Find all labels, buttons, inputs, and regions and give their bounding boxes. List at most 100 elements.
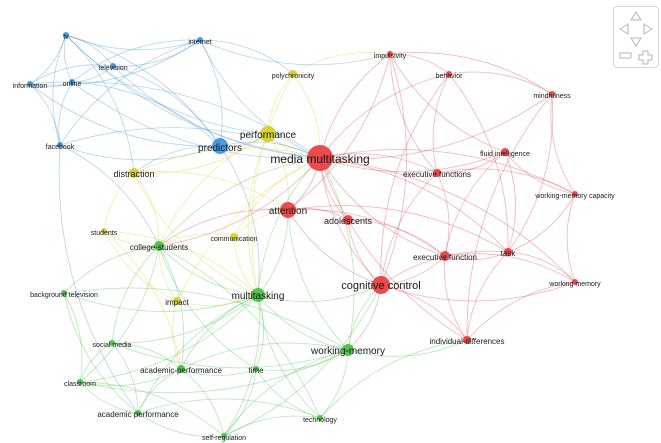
label-background-television[interactable]: background television <box>30 292 98 299</box>
label-executive-functions[interactable]: executive functions <box>403 170 471 179</box>
link-online-information <box>29 81 73 88</box>
node-background-television[interactable] <box>61 290 67 296</box>
link-impact-college-students <box>158 245 178 302</box>
label-online[interactable]: online <box>63 81 82 88</box>
label-academic-performance-2[interactable]: academic performance <box>97 410 179 419</box>
node-self-regulation[interactable] <box>221 433 227 439</box>
label-internet[interactable]: internet <box>188 39 211 46</box>
label-classroom[interactable]: classroom <box>64 381 96 388</box>
node-facebook[interactable] <box>57 142 63 148</box>
node-cognitive-control[interactable] <box>372 276 390 294</box>
node-individual-differences[interactable] <box>463 336 471 344</box>
label-performance[interactable]: performance <box>240 130 297 141</box>
node-adolescents[interactable] <box>343 215 353 225</box>
node-multitasking[interactable] <box>251 288 265 302</box>
node-behavior[interactable] <box>446 71 452 77</box>
label-impulsivity[interactable]: impulsivity <box>374 53 407 60</box>
label-television[interactable]: television <box>98 65 127 72</box>
label-fluid-intelligence[interactable]: fluid intelligence <box>480 151 530 158</box>
node-impulsivity[interactable] <box>387 51 393 57</box>
node-academic-performance-1[interactable] <box>177 365 185 373</box>
link-time-self-regulation <box>223 368 257 437</box>
node-distraction[interactable] <box>129 168 139 178</box>
link-internet-television <box>112 39 201 67</box>
node-task[interactable] <box>504 248 512 256</box>
label-task[interactable]: task <box>501 249 517 258</box>
label-multitasking[interactable]: multitasking <box>232 291 285 302</box>
label-academic-performance-1[interactable]: academic-performance <box>140 366 222 375</box>
label-students[interactable]: students <box>91 230 118 237</box>
label-predictors[interactable]: predictors <box>198 143 242 154</box>
link-internet-facebook <box>59 39 201 146</box>
node-classroom[interactable] <box>77 379 83 385</box>
node-impact[interactable] <box>173 297 181 305</box>
node-executive-function[interactable] <box>440 251 450 261</box>
link-background-television-multitasking <box>63 292 259 312</box>
label-information[interactable]: information <box>13 83 48 90</box>
link-online-predictors <box>71 81 221 147</box>
triangle-left-icon[interactable] <box>619 23 629 35</box>
label-mindfulness[interactable]: mindfulness <box>533 93 571 100</box>
label-technology[interactable]: technology <box>303 417 337 424</box>
link-multitasking-media-multitasking <box>257 157 321 296</box>
node-students[interactable] <box>101 228 107 234</box>
node-social-media[interactable] <box>109 340 115 346</box>
node-predictors[interactable] <box>212 138 228 154</box>
label-adolescents[interactable]: adolescents <box>324 216 373 226</box>
node-working-memory-red[interactable] <box>572 279 578 285</box>
triangle-down-icon[interactable] <box>630 37 642 47</box>
triangle-right-icon[interactable] <box>643 23 653 35</box>
node-polychronicity[interactable] <box>289 70 297 78</box>
node-college-students[interactable] <box>154 241 164 251</box>
link-facebook-media-multitasking <box>59 127 321 159</box>
node-technology[interactable] <box>317 415 323 421</box>
label-college-students[interactable]: college-students <box>130 243 188 252</box>
label-impact[interactable]: impact <box>165 298 189 307</box>
node-mindfulness[interactable] <box>549 91 555 97</box>
link-internet-polychronicity <box>199 39 294 75</box>
triangle-up-icon[interactable] <box>630 11 642 21</box>
link-media-multitasking-task <box>319 157 509 253</box>
node-executive-functions[interactable] <box>433 169 441 177</box>
node-communication[interactable] <box>230 233 238 241</box>
node-time[interactable] <box>253 366 259 372</box>
label-communication[interactable]: communication <box>210 236 257 243</box>
plus-icon[interactable] <box>638 50 653 65</box>
minus-icon[interactable] <box>619 52 632 59</box>
label-time[interactable]: time <box>248 366 264 375</box>
node-working-memory-green[interactable] <box>342 344 354 356</box>
node-attention[interactable] <box>280 202 296 218</box>
label-self-regulation[interactable]: self-regulation <box>202 435 246 442</box>
link-tv-distraction <box>65 34 135 174</box>
label-media-multitasking[interactable]: media multitasking <box>270 152 369 166</box>
node-fluid-intelligence[interactable] <box>501 148 509 156</box>
label-tv[interactable]: tv <box>63 34 69 41</box>
label-working-memory-capacity[interactable]: working-memory capacity <box>534 193 615 200</box>
link-attention-task <box>287 205 509 253</box>
link-classroom-academic-performance-2 <box>79 381 139 414</box>
node-internet[interactable] <box>197 37 203 43</box>
label-behavior[interactable]: behavior <box>436 73 464 80</box>
label-individual-differences[interactable]: individual-differences <box>429 337 504 346</box>
node-academic-performance-2[interactable] <box>135 410 141 416</box>
node-tv[interactable] <box>63 32 69 38</box>
link-self-regulation-cognitive-control <box>223 284 382 437</box>
node-performance[interactable] <box>260 126 276 142</box>
label-working-memory-green[interactable]: working-memory <box>310 346 385 357</box>
node-information[interactable] <box>27 81 33 87</box>
link-fluid-intelligence-working-memory-capacity <box>504 151 576 195</box>
node-online[interactable] <box>69 79 75 85</box>
label-executive-function[interactable]: executive function <box>413 253 477 262</box>
label-working-memory-red[interactable]: working memory <box>548 281 601 288</box>
label-cognitive-control[interactable]: cognitive control <box>341 280 421 292</box>
node-media-multitasking[interactable] <box>307 145 333 171</box>
label-attention[interactable]: attention <box>269 206 307 217</box>
label-polychronicity[interactable]: polychronicity <box>272 73 315 80</box>
link-distraction-attention <box>133 171 289 211</box>
node-television[interactable] <box>110 63 116 69</box>
label-facebook[interactable]: facebook <box>46 144 75 151</box>
label-distraction[interactable]: distraction <box>113 169 154 179</box>
label-social-media[interactable]: social media <box>93 342 132 349</box>
node-working-memory-capacity[interactable] <box>572 191 578 197</box>
